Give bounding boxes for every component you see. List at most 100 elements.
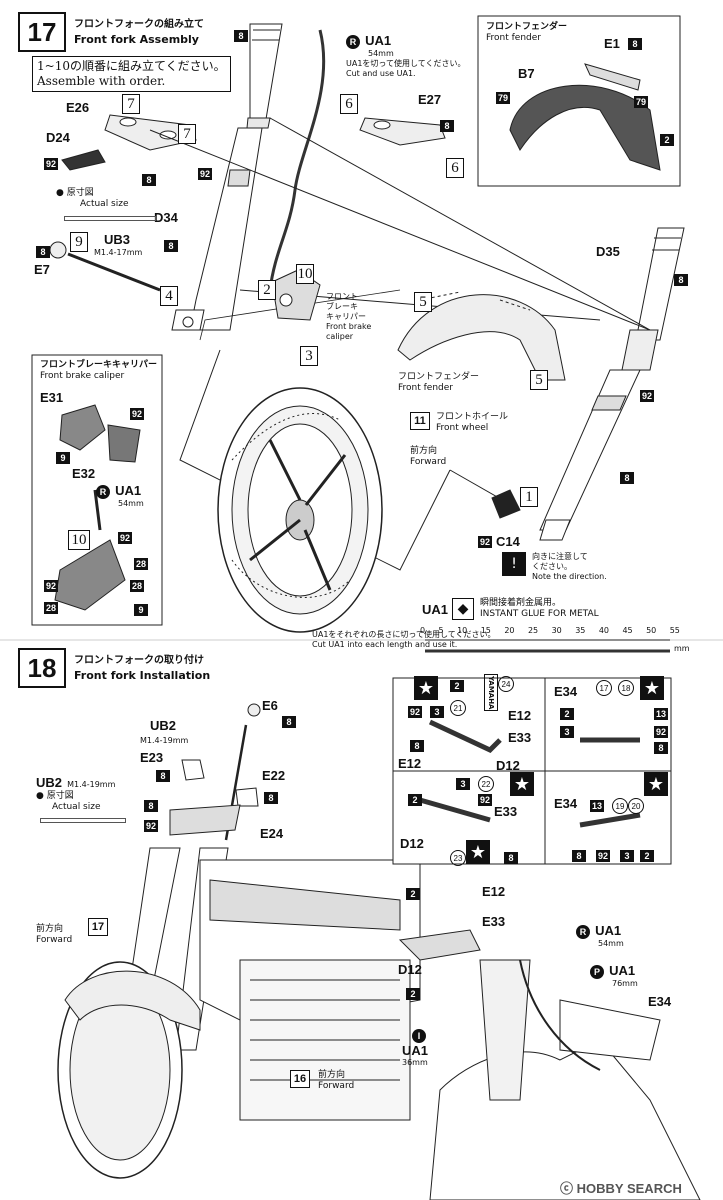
part-e12-a: E12 — [508, 708, 532, 723]
color-2-d12c: 2 — [406, 988, 420, 1000]
caution-icon: ! — [502, 552, 526, 576]
fender-jp: フロントフェンダー — [398, 372, 480, 382]
ub2-size: M1.4-19mm — [140, 736, 189, 745]
glue-code: UA1 — [422, 601, 449, 617]
forward-en-18: Forward — [36, 935, 73, 945]
color-3-e34a: 3 — [560, 726, 574, 738]
seq-10-inset: 10 — [68, 530, 90, 550]
step-17-title-jp: フロントフォークの組み立て — [74, 19, 204, 30]
forward-label-18: 前方向 Forward — [36, 924, 72, 946]
forward-en: Forward — [410, 457, 447, 467]
ruler-tick: 30 — [551, 626, 562, 635]
step-18-title-jp: フロントフォークの取り付け — [74, 655, 204, 666]
ub2-actual-size: UB2 M1.4-19mm ● 原寸図 Actual size — [36, 772, 115, 813]
color-8-e23: 8 — [156, 770, 170, 782]
glue-en: INSTANT GLUE FOR METAL — [480, 609, 599, 619]
color-28-inset-3: 28 — [44, 602, 58, 614]
r-mark-icon: R — [346, 35, 360, 49]
part-e7: E7 — [34, 262, 50, 277]
color-92-e24: 92 — [144, 820, 158, 832]
part-e6: E6 — [262, 698, 278, 713]
ua1-p-18: P UA1 76mm — [590, 960, 638, 989]
part-d12-b: D12 — [400, 836, 424, 851]
wheel-step-ref: 11 — [410, 412, 430, 430]
step-18-number: 18 — [18, 648, 66, 688]
part-ub2: UB2 — [150, 718, 177, 733]
color-92-d35: 92 — [640, 390, 654, 402]
color-8-e1: 8 — [628, 38, 642, 50]
glue-cut-note: UA1をそれぞれの長さに切って使用してください。 Cut UA1 into ea… — [312, 630, 496, 650]
color-92-a: 92 — [408, 706, 422, 718]
color-8-e7: 8 — [36, 246, 50, 258]
part-ub3: UB3 — [104, 232, 131, 247]
decal-23: 23 — [450, 850, 466, 866]
ua1-i-18: I UA1 36mm — [402, 1024, 428, 1068]
decal-19: 19 — [612, 798, 628, 814]
glue-cut-en: Cut UA1 into each length and use it. — [312, 640, 458, 649]
ua1-caliper-size: 54mm — [118, 499, 144, 508]
color-92-inset: 92 — [118, 532, 132, 544]
instant-glue-icon: ◆ — [452, 598, 475, 620]
part-e33-c: E33 — [482, 914, 506, 929]
ua1-r-label: UA1 — [595, 923, 622, 938]
actual-size-17: ● 原寸図 Actual size — [56, 188, 129, 210]
part-e12-b: E12 — [398, 756, 422, 771]
color-8-e34a: 8 — [654, 742, 668, 754]
star-icon-4: ★ — [640, 676, 664, 700]
color-8-e6: 8 — [282, 716, 296, 728]
r-mark-icon-18: R — [576, 925, 590, 939]
caliper-jp-3: キャリパー — [326, 312, 366, 321]
decal-22: 22 — [478, 776, 494, 792]
ua1-p-size: 76mm — [612, 979, 638, 988]
direction-jp-1: 向きに注意して — [532, 552, 588, 561]
inset-caliper-en: Front brake caliper — [40, 371, 125, 381]
fender-en: Front fender — [398, 383, 453, 393]
step-ref-16: 16 — [290, 1070, 310, 1088]
color-28-inset: 28 — [134, 558, 148, 570]
part-d35: D35 — [596, 244, 620, 259]
ua1-note-en: Cut and use UA1. — [346, 69, 416, 78]
ruler-tick: 25 — [527, 626, 539, 635]
part-e34-b: E34 — [554, 796, 578, 811]
forward-label-17: 前方向 Forward — [410, 446, 446, 468]
actual-size-screw-ub2 — [40, 818, 126, 823]
color-8-d34: 8 — [164, 240, 178, 252]
color-8-e22: 8 — [264, 792, 278, 804]
step-17-header: 17 フロントフォークの組み立て Front fork Assembly — [18, 12, 204, 52]
seq-6: 6 — [446, 158, 464, 178]
color-8-b: 8 — [504, 852, 518, 864]
color-92-e34a: 92 — [654, 726, 668, 738]
decal-20: 20 — [628, 798, 644, 814]
part-c14: C14 — [496, 534, 520, 549]
step-18-titles: フロントフォークの取り付け Front fork Installation — [74, 653, 210, 683]
copyright-icon: ⓒ — [560, 1181, 574, 1196]
part-e32: E32 — [72, 466, 96, 481]
part-e24: E24 — [260, 826, 284, 841]
color-9-inset: 9 — [134, 604, 148, 616]
color-79-b7-right: 79 — [634, 96, 648, 108]
ua1-i-size: 36mm — [402, 1058, 428, 1067]
direction-note: ! 向きに注意して ください。 Note the direction. — [502, 552, 607, 582]
caliper-en-2: caliper — [326, 332, 354, 341]
fender-label: フロントフェンダー Front fender — [398, 372, 479, 394]
color-8-fork: 8 — [234, 30, 248, 42]
ruler-unit: mm — [674, 644, 690, 653]
ua1-top: R UA1 54mm UA1を切って使用してください。 Cut and use … — [346, 30, 466, 79]
seq-7: 7 — [178, 124, 196, 144]
step-17-number: 17 — [18, 12, 66, 52]
forward-en-16: Forward — [318, 1081, 355, 1091]
inset-fender-en: Front fender — [486, 33, 541, 43]
part-e33-b: E33 — [494, 804, 518, 819]
watermark-text: HOBBY SEARCH — [576, 1181, 682, 1196]
bullet-icon-18: ● — [36, 791, 44, 801]
star-icon-3: ★ — [466, 840, 490, 864]
color-9-e31: 9 — [56, 452, 70, 464]
color-92-d24: 92 — [44, 158, 58, 170]
seq-10: 10 — [296, 264, 314, 284]
glue-jp: 瞬間接着剤金属用。 — [480, 598, 562, 608]
notice-jp: 1~10の順番に組み立てください。 — [37, 59, 226, 73]
seq-7-top: 7 — [122, 94, 140, 114]
seq-9: 9 — [70, 232, 88, 252]
caliper-jp-1: フロント — [326, 292, 358, 301]
